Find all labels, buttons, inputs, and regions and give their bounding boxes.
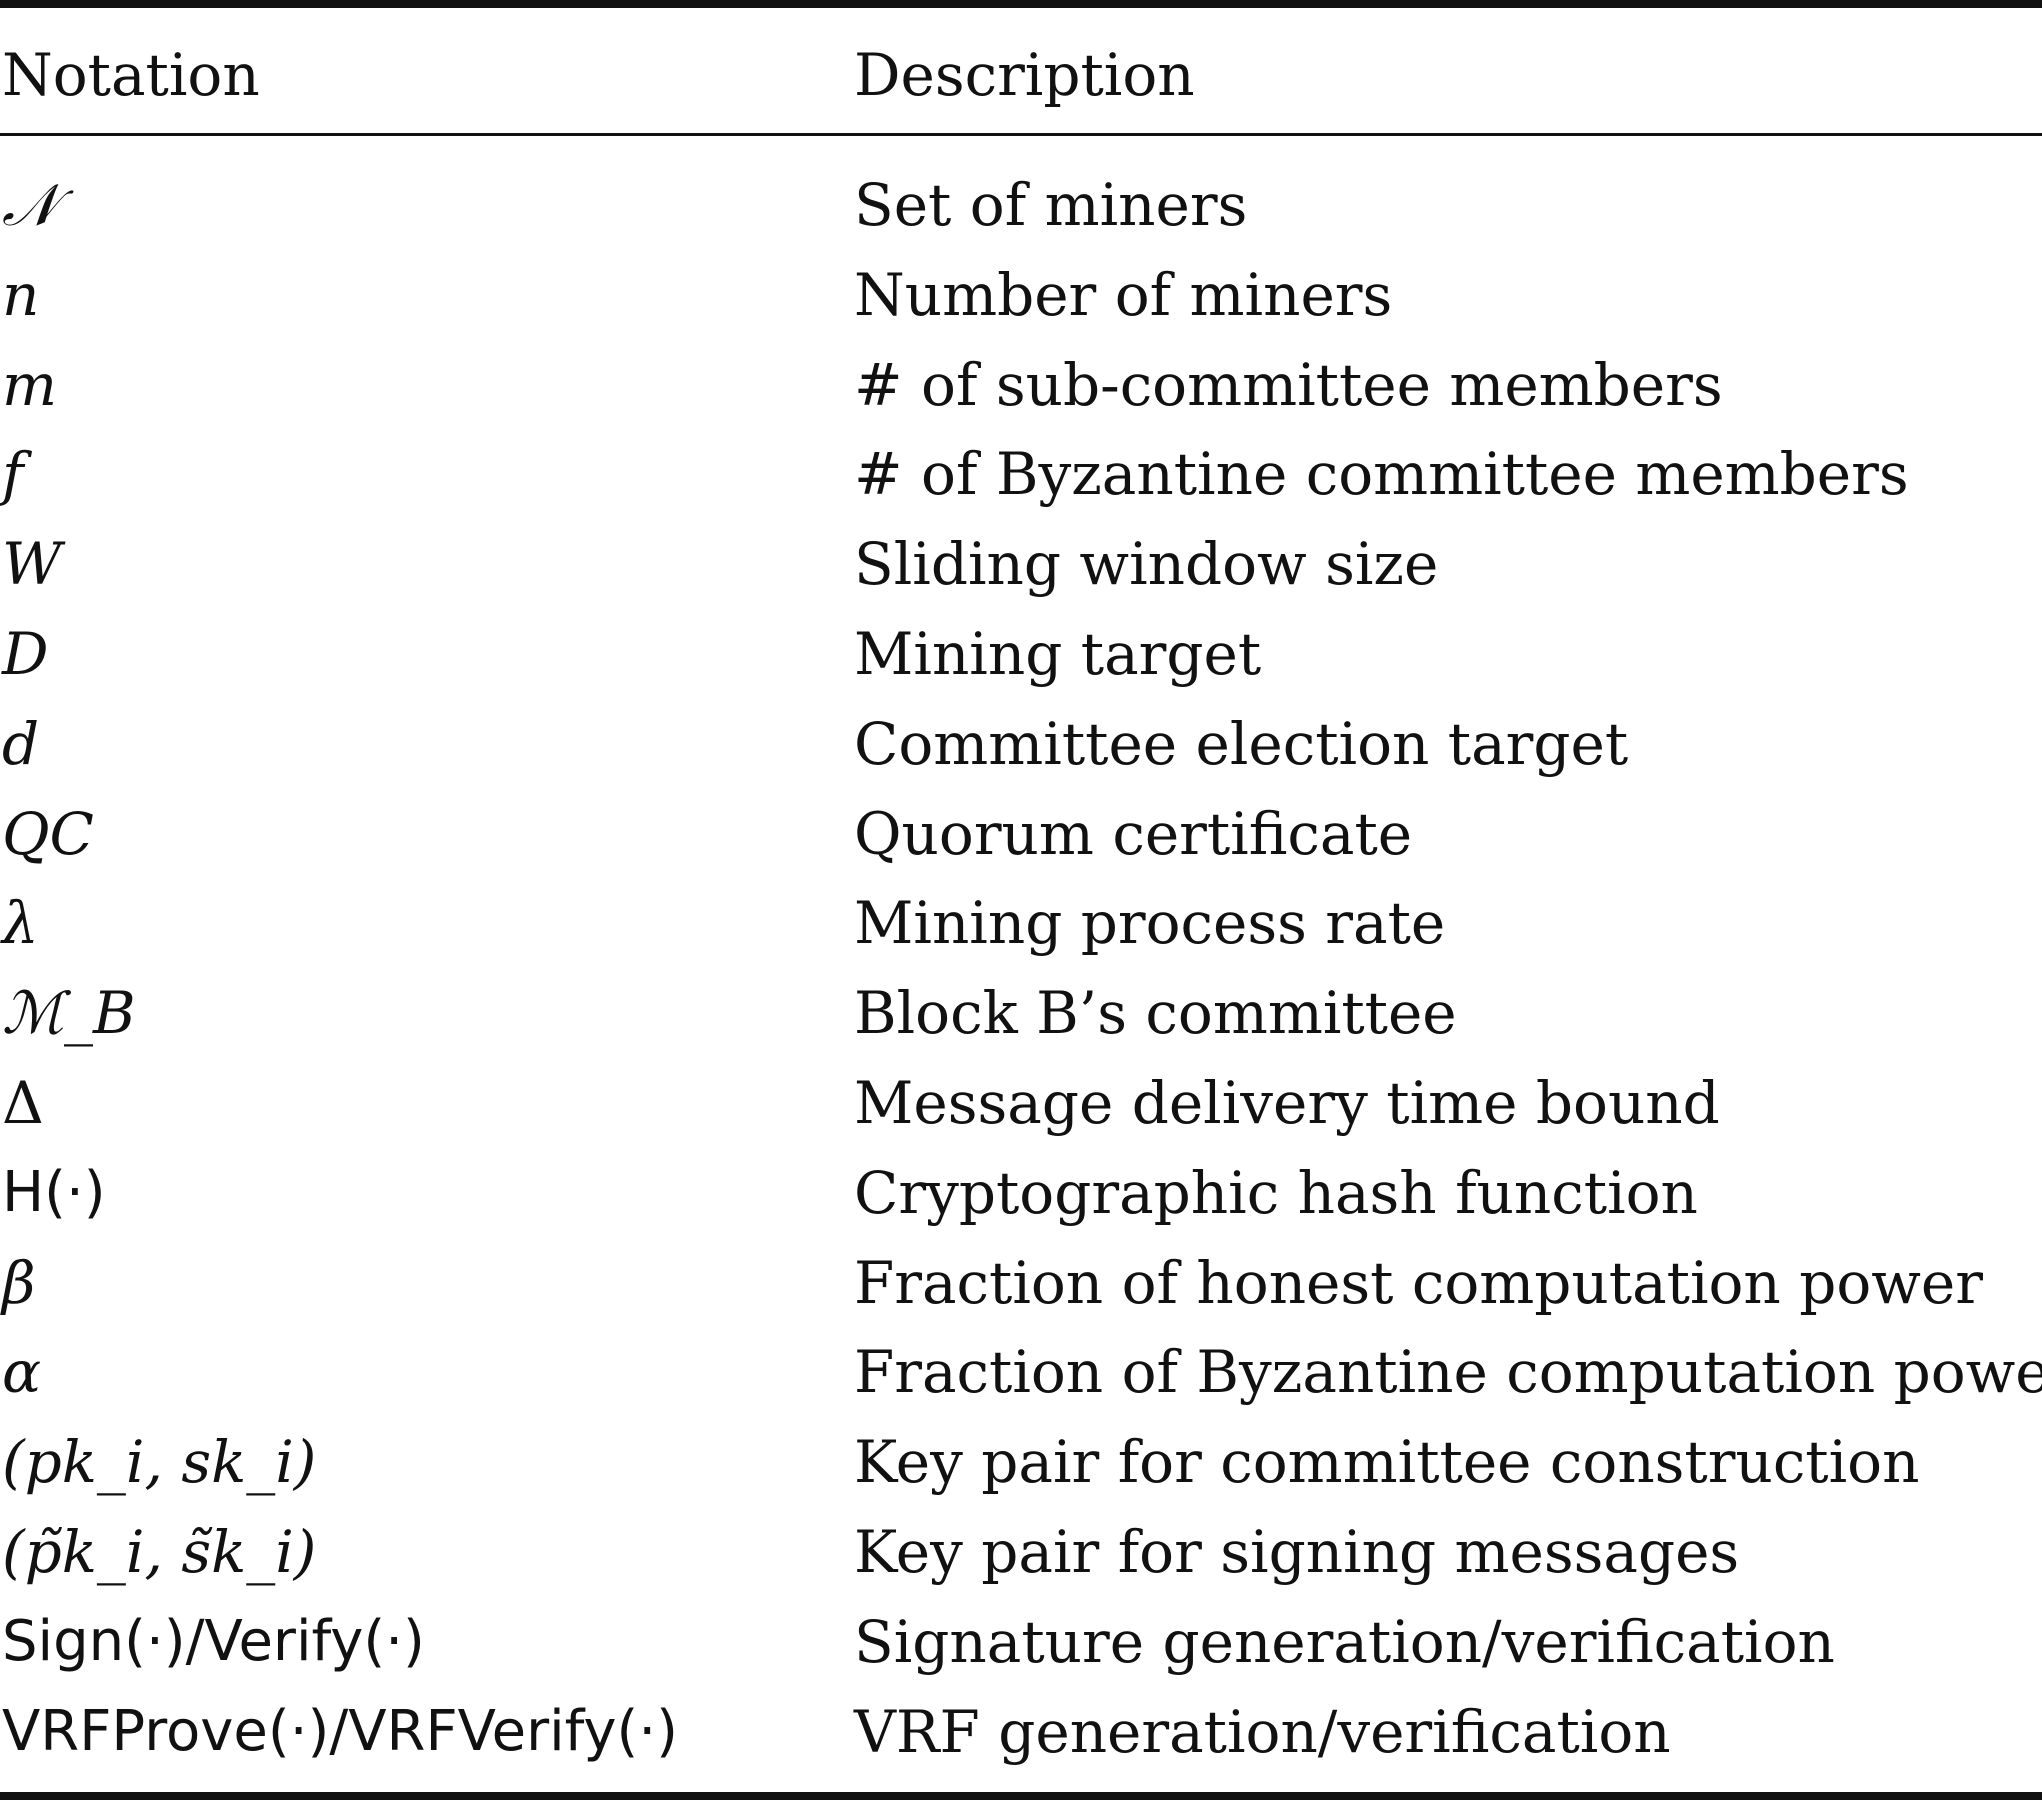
description-cell: Mining target <box>854 620 1262 688</box>
table-row: Δ Message delivery time bound <box>0 1058 2042 1148</box>
table-row: n Number of miners <box>0 250 2042 340</box>
notation-cell: QC <box>2 799 94 868</box>
description-cell: Mining process rate <box>854 889 1446 958</box>
notation-header: Notation <box>2 41 260 109</box>
notation-cell: n <box>2 260 40 329</box>
notation-cell: Sign(·)/Verify(·) <box>2 1608 425 1674</box>
table-row: VRFProve(·)/VRFVerify(·) VRF generation/v… <box>0 1687 2042 1777</box>
table-row: f # of Byzantine committee members <box>0 429 2042 519</box>
description-cell: Set of miners <box>854 171 1248 239</box>
table-row: d Committee election target <box>0 699 2042 789</box>
description-cell: Message delivery time bound <box>854 1069 1720 1137</box>
table-row: QC Quorum certificate <box>0 789 2042 879</box>
notation-cell: α <box>2 1338 42 1407</box>
table-row: λ Mining process rate <box>0 878 2042 968</box>
notation-cell: H(·) <box>2 1159 106 1225</box>
description-cell: # of sub-committee members <box>854 350 1723 419</box>
table-row: W Sliding window size <box>0 519 2042 609</box>
notation-cell: 𝒩 <box>2 171 58 239</box>
description-cell: Quorum certificate <box>854 799 1413 868</box>
table-row: β Fraction of honest computation power <box>0 1238 2042 1328</box>
notation-cell: λ <box>2 889 39 958</box>
description-cell: Fraction of Byzantine computation power <box>854 1338 2042 1407</box>
description-cell: Sliding window size <box>854 530 1439 599</box>
notation-cell: VRFProve(·)/VRFVerify(·) <box>2 1698 679 1764</box>
notation-cell: (p̃k_i, s̃k_i) <box>2 1518 317 1586</box>
description-header: Description <box>854 41 1195 109</box>
notation-cell: W <box>2 530 62 599</box>
table-row: (p̃k_i, s̃k_i) Key pair for signing messa… <box>0 1507 2042 1597</box>
notation-cell: ℳ_B <box>2 979 136 1048</box>
notation-cell: f <box>2 440 24 509</box>
table-row: 𝒩 Set of miners <box>0 160 2042 250</box>
notation-cell: d <box>2 709 40 778</box>
header-rule <box>0 133 2042 136</box>
table-header-row: Notation Description <box>0 30 2042 120</box>
table-row: H(·) Cryptographic hash function <box>0 1148 2042 1238</box>
notation-cell: Δ <box>2 1069 44 1137</box>
notation-cell: m <box>2 350 57 419</box>
table-row: α Fraction of Byzantine computation power <box>0 1327 2042 1417</box>
notation-cell: D <box>2 620 49 688</box>
table-row: Sign(·)/Verify(·) Signature generation/ve… <box>0 1597 2042 1687</box>
table-row: D Mining target <box>0 609 2042 699</box>
description-cell: Key pair for signing messages <box>854 1518 1740 1586</box>
table-row: m # of sub-committee members <box>0 340 2042 430</box>
bottom-rule <box>0 1792 2042 1800</box>
description-cell: Cryptographic hash function <box>854 1158 1698 1227</box>
table-row: ℳ_B Block B’s committee <box>0 968 2042 1058</box>
description-cell: Key pair for committee construction <box>854 1428 1920 1497</box>
description-cell: Signature generation/verification <box>854 1607 1835 1676</box>
top-rule <box>0 0 2042 8</box>
description-cell: Committee election target <box>854 709 1629 778</box>
description-cell: VRF generation/verification <box>854 1697 1671 1766</box>
description-cell: Fraction of honest computation power <box>854 1248 1983 1317</box>
notation-cell: β <box>2 1248 36 1317</box>
table-row: (pk_i, sk_i) Key pair for committee const… <box>0 1417 2042 1507</box>
description-cell: Block B’s committee <box>854 979 1457 1048</box>
notation-cell: (pk_i, sk_i) <box>2 1428 317 1497</box>
description-cell: # of Byzantine committee members <box>854 440 1909 509</box>
description-cell: Number of miners <box>854 260 1393 329</box>
